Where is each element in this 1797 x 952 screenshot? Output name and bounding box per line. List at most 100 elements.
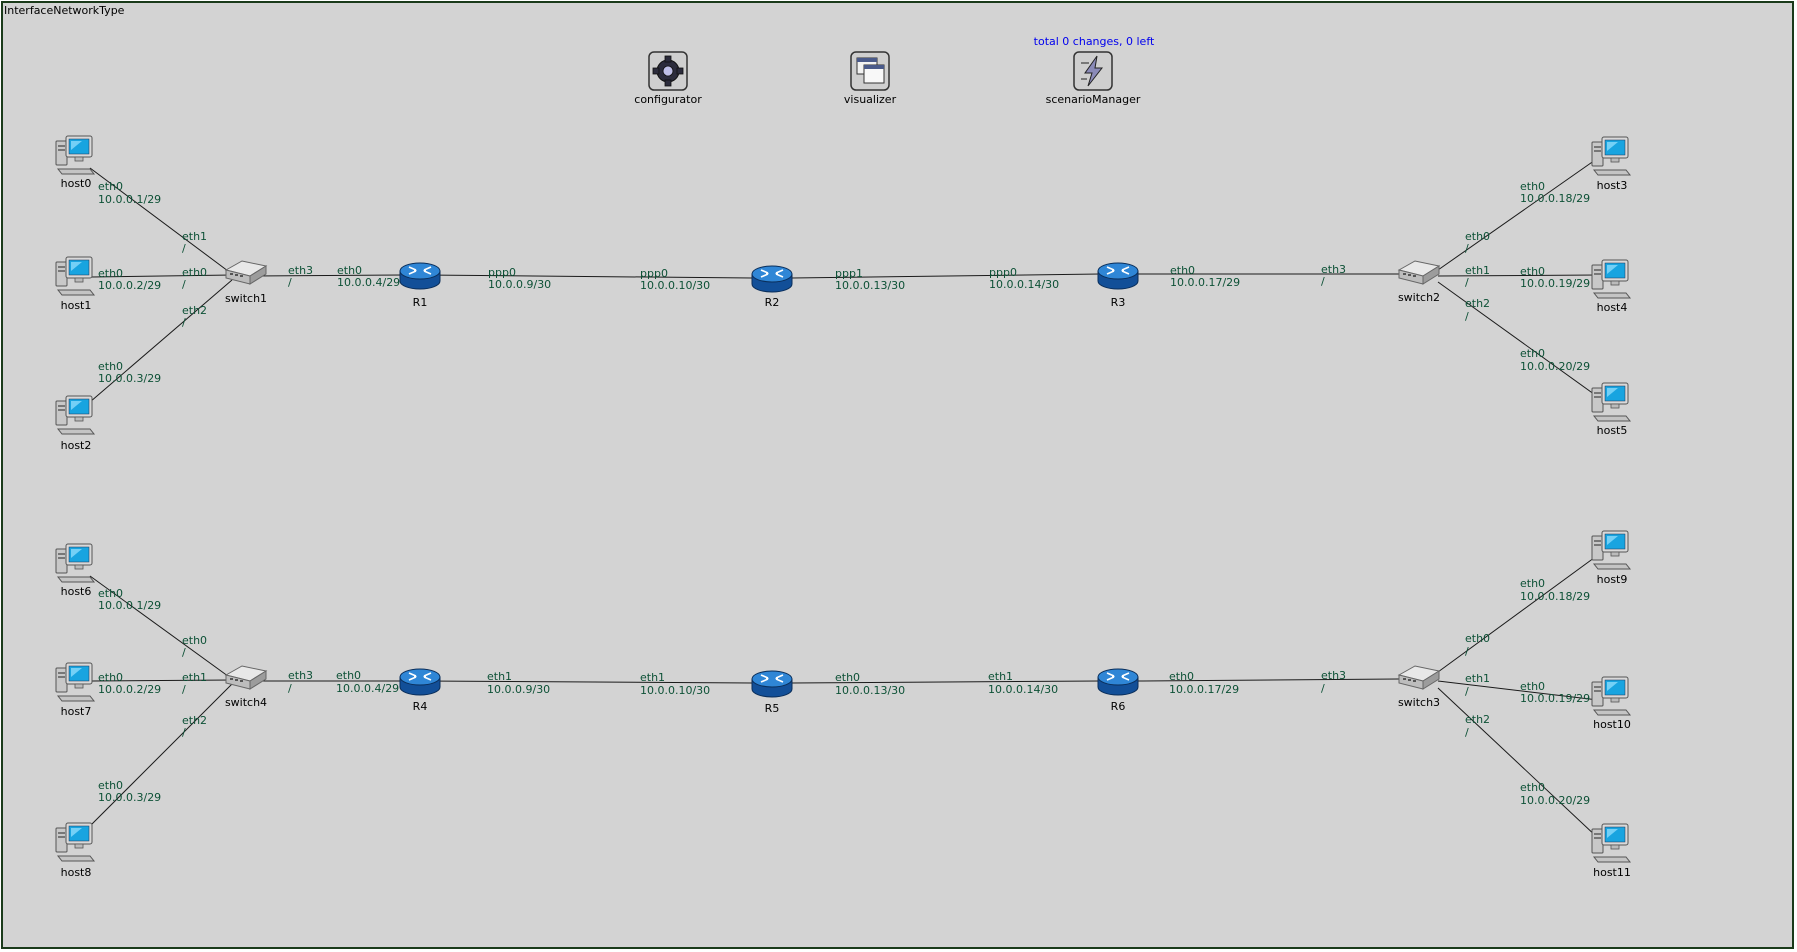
- if-label: 10.0.0.9/30: [487, 683, 550, 696]
- if-label: eth0: [1520, 347, 1545, 360]
- if-label: eth1: [1465, 264, 1490, 277]
- module-label-visualizer: visualizer: [844, 93, 897, 106]
- router-icon: [751, 670, 793, 698]
- if-label: eth0: [337, 264, 362, 277]
- link-R2-R3: [791, 273, 1101, 279]
- windows-icon: [856, 57, 885, 84]
- node-label: R3: [1111, 296, 1126, 309]
- if-label: 10.0.0.13/30: [835, 279, 905, 292]
- link-R4-R5: [423, 680, 753, 684]
- if-label: /: [1321, 275, 1325, 288]
- if-label: eth2: [1465, 297, 1490, 310]
- module-scenario-manager[interactable]: scenarioManager: [1046, 51, 1141, 106]
- links-top: [89, 157, 1599, 403]
- if-label: 10.0.0.17/29: [1169, 683, 1239, 696]
- if-label: 10.0.0.4/29: [336, 682, 399, 695]
- router-icon: [1097, 262, 1139, 290]
- link-R6-switch3: [1137, 678, 1401, 682]
- node-host10[interactable]: host10: [1591, 676, 1631, 731]
- if-label: 10.0.0.2/29: [98, 279, 161, 292]
- if-label: 10.0.0.4/29: [337, 276, 400, 289]
- if-label: /: [1465, 685, 1469, 698]
- if-label: /: [288, 276, 292, 289]
- if-label: ppp1: [835, 267, 863, 280]
- node-host11[interactable]: host11: [1591, 823, 1631, 879]
- node-switch1[interactable]: switch1: [225, 260, 267, 305]
- router-icon: [751, 265, 793, 293]
- if-label: 10.0.0.10/30: [640, 279, 710, 292]
- node-R2[interactable]: R2: [751, 265, 793, 309]
- node-label: R1: [413, 296, 428, 309]
- if-label: /: [1465, 645, 1469, 658]
- link-switch1-R1: [249, 274, 405, 277]
- node-R5[interactable]: R5: [751, 670, 793, 715]
- link-switch2-host3: [1437, 157, 1599, 271]
- if-label: 10.0.0.14/30: [988, 683, 1058, 696]
- node-R4[interactable]: R4: [399, 668, 441, 713]
- node-host2[interactable]: host2: [55, 395, 95, 452]
- node-label: R6: [1111, 700, 1126, 713]
- links-bottom: [89, 554, 1599, 839]
- if-label: 10.0.0.9/30: [488, 278, 551, 291]
- node-host8[interactable]: host8: [55, 822, 95, 879]
- node-R6[interactable]: R6: [1097, 668, 1139, 713]
- node-label: R2: [765, 296, 780, 309]
- if-label: eth1: [1465, 672, 1490, 685]
- node-host7[interactable]: host7: [55, 662, 95, 718]
- node-host9[interactable]: host9: [1591, 530, 1631, 586]
- node-host6[interactable]: host6: [55, 543, 95, 598]
- host-icon: [1591, 823, 1631, 863]
- node-host0[interactable]: host0: [55, 135, 95, 190]
- if-label: eth1: [487, 670, 512, 683]
- router-icon: [399, 262, 441, 290]
- if-label: eth0: [1520, 180, 1545, 193]
- if-label: eth1: [182, 230, 207, 243]
- if-label: /: [182, 726, 186, 739]
- lightning-icon: [1081, 55, 1104, 87]
- if-label: eth1: [988, 670, 1013, 683]
- node-host1[interactable]: host1: [55, 256, 95, 312]
- if-label: eth0: [1520, 781, 1545, 794]
- if-label: 10.0.0.17/29: [1170, 276, 1240, 289]
- node-label: host6: [61, 585, 92, 598]
- node-R1[interactable]: R1: [399, 262, 441, 309]
- link-host6-switch4: [89, 575, 233, 680]
- node-switch3[interactable]: switch3: [1398, 665, 1440, 709]
- node-host4[interactable]: host4: [1591, 259, 1631, 314]
- link-host0-switch1: [89, 167, 233, 275]
- node-label: switch4: [225, 696, 267, 709]
- if-label: 10.0.0.19/29: [1520, 692, 1590, 705]
- network-title: InterfaceNetworkType: [4, 4, 125, 17]
- if-label: eth0: [1520, 577, 1545, 590]
- node-label: host3: [1597, 179, 1628, 192]
- node-label: host4: [1597, 301, 1628, 314]
- node-switch2[interactable]: switch2: [1398, 260, 1440, 304]
- if-label: eth0: [182, 266, 207, 279]
- scenario-status: total 0 changes, 0 left: [1034, 35, 1155, 48]
- if-label: 10.0.0.19/29: [1520, 277, 1590, 290]
- if-label: /: [1465, 310, 1469, 323]
- switch-icon: [1398, 665, 1440, 690]
- if-label: eth0: [835, 671, 860, 684]
- node-R3[interactable]: R3: [1097, 262, 1139, 309]
- node-label: host10: [1593, 718, 1631, 731]
- module-configurator[interactable]: configurator: [634, 51, 702, 106]
- host-icon: [1591, 259, 1631, 299]
- node-host5[interactable]: host5: [1591, 382, 1631, 437]
- if-label: 10.0.0.20/29: [1520, 360, 1590, 373]
- module-visualizer[interactable]: visualizer: [844, 51, 897, 106]
- node-host3[interactable]: host3: [1591, 136, 1631, 192]
- if-label: ppp0: [989, 266, 1017, 279]
- if-label: 10.0.0.1/29: [98, 599, 161, 612]
- if-label: eth3: [1321, 263, 1346, 276]
- module-label-configurator: configurator: [634, 93, 702, 106]
- node-switch4[interactable]: switch4: [225, 665, 267, 709]
- host-icon: [55, 822, 95, 862]
- switch-icon: [225, 665, 267, 690]
- if-label: eth0: [182, 634, 207, 647]
- module-label-scenario-manager: scenarioManager: [1046, 93, 1141, 106]
- link-host1-switch1: [91, 274, 233, 278]
- link-host2-switch1: [89, 279, 233, 403]
- if-label: eth0: [98, 360, 123, 373]
